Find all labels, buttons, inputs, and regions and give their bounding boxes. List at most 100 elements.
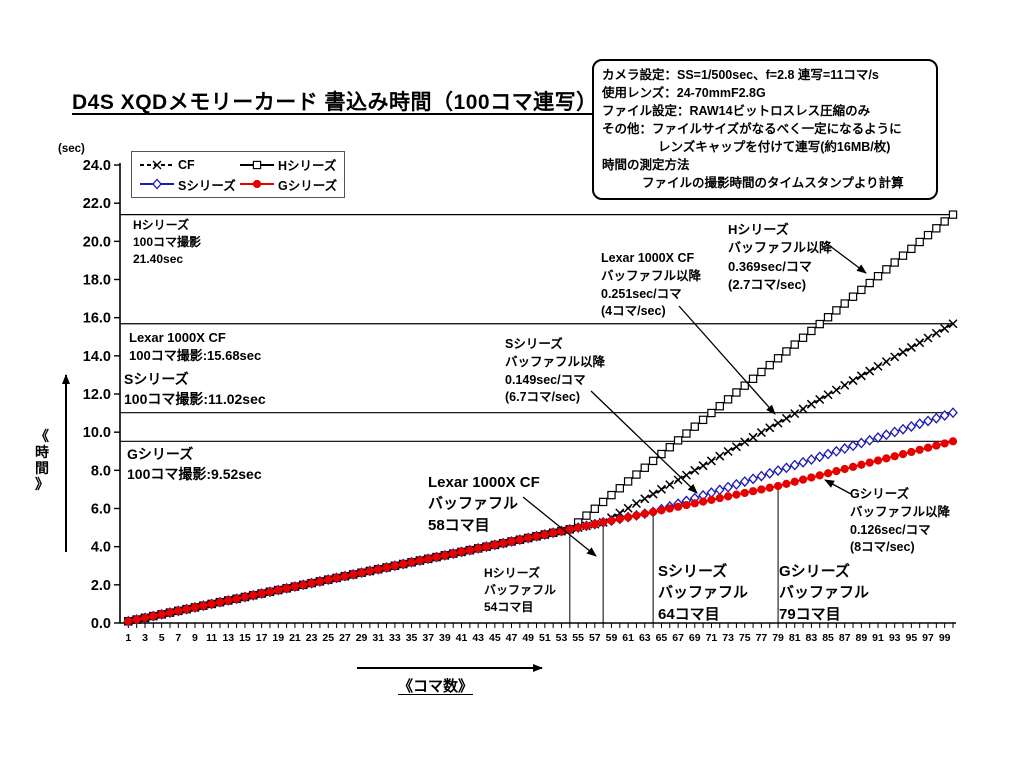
svg-text:79: 79 (772, 632, 784, 644)
svg-text:51: 51 (539, 632, 551, 644)
svg-text:35: 35 (406, 632, 418, 644)
annotation-line: (6.7コマ/sec) (505, 390, 581, 405)
annotation-line: バッファフル以降 (728, 240, 833, 256)
svg-text:67: 67 (672, 632, 684, 644)
svg-text:5: 5 (159, 632, 165, 644)
annotation-line: 0.369sec/コマ (728, 258, 812, 274)
annotation-line: Hシリーズ (484, 566, 541, 580)
svg-text:6.0: 6.0 (91, 502, 111, 518)
settings-note-line: ファイルの撮影時間のタイムスタンプより計算 (642, 176, 904, 190)
svg-text:12.0: 12.0 (83, 387, 111, 403)
svg-text:18.0: 18.0 (83, 273, 111, 289)
svg-text:59: 59 (606, 632, 618, 644)
series-Gシリーズ (124, 437, 958, 626)
settings-note-line: カメラ設定：SS=1/500sec、f=2.8 連写=11コマ/s (602, 68, 879, 82)
annotation-line: 100コマ撮影:11.02sec (124, 390, 266, 407)
annotation-line: 58コマ目 (428, 516, 490, 534)
annotation-line: 0.126sec/コマ (850, 522, 931, 537)
svg-text:25: 25 (322, 632, 334, 644)
svg-text:99: 99 (939, 632, 951, 644)
annotation-line: Gシリーズ (850, 487, 910, 501)
svg-text:33: 33 (389, 632, 401, 644)
settings-note-line: 使用レンズ：24-70mmF2.8G (602, 86, 766, 100)
svg-text:43: 43 (472, 632, 484, 644)
svg-text:39: 39 (439, 632, 451, 644)
settings-note-line: その他：ファイルサイズがなるべく一定になるように (602, 122, 902, 136)
annotation-line: Sシリーズ (505, 337, 563, 351)
svg-text:7: 7 (175, 632, 181, 644)
annotation-line: バッファフル以降 (850, 504, 951, 519)
legend-label-g-series: Gシリーズ (278, 178, 338, 193)
annotation-line: 0.251sec/コマ (601, 286, 682, 301)
svg-text:61: 61 (622, 632, 634, 644)
annotation-line: 64コマ目 (658, 605, 720, 623)
svg-text:63: 63 (639, 632, 651, 644)
svg-text:8.0: 8.0 (91, 463, 111, 479)
annotation-arrows (522, 245, 867, 557)
svg-text:11: 11 (206, 632, 217, 644)
svg-text:87: 87 (839, 632, 851, 644)
svg-text:16.0: 16.0 (83, 311, 111, 327)
svg-text:77: 77 (756, 632, 768, 644)
svg-text:10.0: 10.0 (83, 425, 111, 441)
annotation-line: (2.7コマ/sec) (728, 277, 807, 293)
svg-text:31: 31 (372, 632, 384, 644)
svg-text:89: 89 (856, 632, 868, 644)
legend: CF Hシリーズ Sシリーズ Gシリーズ (131, 151, 345, 198)
svg-text:69: 69 (689, 632, 701, 644)
annotation-line: (8コマ/sec) (850, 540, 915, 555)
svg-text:71: 71 (706, 632, 718, 644)
annotation-line: Sシリーズ (124, 371, 189, 387)
settings-note-line: ファイル設定：RAW14ビットロスレス圧縮のみ (602, 104, 871, 118)
svg-text:83: 83 (806, 632, 818, 644)
annotation-line: バッファフル以降 (505, 354, 606, 369)
annotation-line: 100コマ撮影:9.52sec (127, 465, 262, 482)
axis-arrows (62, 374, 543, 672)
svg-text:57: 57 (589, 632, 601, 644)
annotation-line: バッファフル (484, 583, 557, 598)
svg-text:2.0: 2.0 (91, 578, 111, 594)
legend-item-h-series: Hシリーズ (238, 155, 338, 174)
svg-text:27: 27 (339, 632, 351, 644)
legend-label-cf: CF (178, 157, 195, 172)
annotation-line: バッファフル (779, 584, 870, 602)
svg-text:41: 41 (456, 632, 468, 644)
svg-text:29: 29 (356, 632, 368, 644)
annotation-line: Hシリーズ (133, 218, 190, 232)
legend-item-s-series: Sシリーズ (138, 175, 238, 194)
svg-text:97: 97 (922, 632, 934, 644)
svg-text:45: 45 (489, 632, 501, 644)
g-series-line-sample-icon (240, 180, 274, 189)
svg-text:20.0: 20.0 (83, 234, 111, 250)
svg-text:55: 55 (572, 632, 584, 644)
annotation-line: Gシリーズ (127, 446, 194, 462)
annotation-line: バッファフル (428, 495, 519, 513)
svg-text:21: 21 (289, 632, 301, 644)
settings-note-box: カメラ設定：SS=1/500sec、f=2.8 連写=11コマ/s 使用レンズ：2… (592, 59, 938, 200)
annotation-line: 100コマ撮影:15.68sec (129, 348, 262, 364)
svg-text:53: 53 (556, 632, 568, 644)
x-axis-title: 《コマ数》 (398, 678, 474, 695)
annotation-line: Lexar 1000X CF (601, 251, 695, 265)
legend-label-h-series: Hシリーズ (278, 159, 337, 174)
y-axis-unit: (sec) (58, 143, 85, 155)
svg-text:17: 17 (256, 632, 268, 644)
svg-text:73: 73 (722, 632, 734, 644)
svg-text:49: 49 (522, 632, 534, 644)
settings-note-line: レンズキャップを付けて連写(約16MB/枚) (658, 140, 891, 154)
annotation-g-after: Gシリーズバッファフル以降 0.126sec/コマ (8コマ/sec) (850, 486, 950, 557)
chart-title: D4S XQDメモリーカード 書込み時間（100コマ連写） (72, 91, 598, 114)
svg-text:91: 91 (872, 632, 884, 644)
svg-text:22.0: 22.0 (83, 196, 111, 212)
annotation-line: 21.40sec (133, 252, 184, 267)
legend-label-s-series: Sシリーズ (178, 178, 236, 193)
annotation-line: Sシリーズ (658, 563, 728, 580)
